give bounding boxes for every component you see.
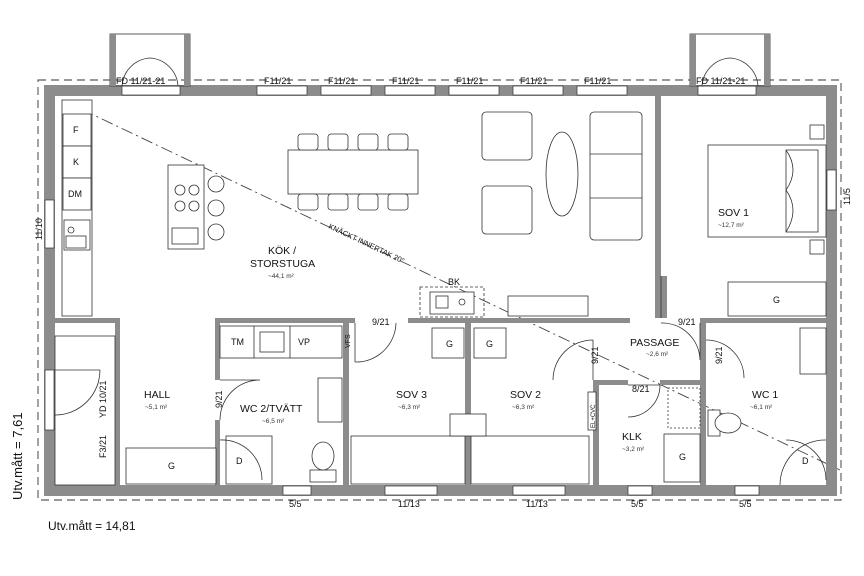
door-label-sov1: 9/21	[678, 317, 696, 327]
hall-wardrobe	[125, 447, 217, 485]
room-wc2-area: ~6,5 m²	[262, 418, 285, 425]
door-label-hall-wc: 9/21	[214, 390, 224, 408]
wc1-sink	[799, 327, 827, 375]
vp-label: VP	[298, 337, 310, 347]
door-label-yd: YD 10/21	[98, 380, 108, 418]
freezer-label: K	[73, 157, 79, 167]
roof-annotation: KNÄCKT INNERTAK 20°	[327, 222, 406, 266]
door-label-passage: 9/21	[714, 346, 724, 364]
exterior-walls	[44, 85, 837, 496]
interior-walls	[55, 96, 826, 485]
bk-label: BK	[448, 277, 460, 287]
window-label-f3: F11/21	[392, 76, 419, 86]
nightstand	[449, 413, 487, 437]
window-label-f1: F11/21	[264, 76, 291, 86]
overall-height-dimension: Utv.mått = 7,61	[10, 412, 25, 500]
hall-step	[54, 335, 116, 486]
right-window	[826, 169, 837, 211]
wc1-shower-label: D	[802, 456, 809, 466]
bed-sov2	[470, 435, 590, 485]
room-kok-area: ~44,1 m²	[268, 273, 295, 280]
fireplace	[419, 286, 485, 318]
kitchen-island	[167, 164, 225, 250]
wc2-shower-label: D	[236, 456, 243, 466]
klk-shelf	[667, 387, 701, 429]
room-kok-line1: KÖK /	[268, 245, 296, 257]
room-sov1: SOV 1	[718, 207, 749, 219]
wc2-shower	[225, 435, 273, 485]
klk-wardrobe	[663, 433, 701, 483]
window-label-f4: F11/21	[456, 76, 483, 86]
elc-label: EL+CVC	[591, 404, 597, 428]
overall-width-dimension: Utv.mått = 14,81	[48, 519, 136, 533]
room-wc1: WC 1	[752, 389, 778, 401]
french-door-right	[689, 33, 771, 87]
window-label-b4: 5/5	[631, 499, 644, 509]
room-klk-area: ~3,2 m²	[622, 446, 645, 453]
window-label-f6: F11/21	[584, 76, 611, 86]
window-label-b1: 5/5	[289, 499, 302, 509]
room-hall-area: ~5,1 m²	[145, 404, 168, 411]
bed-sov3	[350, 435, 466, 485]
wc1-shower-swing	[779, 439, 827, 486]
outer-dimension-line	[37, 79, 842, 501]
elc-panel	[587, 391, 597, 431]
room-wc1-area: ~6,1 m²	[750, 404, 773, 411]
room-sov1-area: ~12,7 m²	[718, 222, 745, 229]
room-passage: PASSAGE	[630, 337, 679, 349]
window-label-left: 11/10	[34, 218, 44, 240]
hall-wardrobe-label: G	[168, 461, 175, 471]
bed-sov1	[707, 124, 827, 255]
window-label-right: 11/5	[842, 188, 852, 205]
hall-entry-door-swing	[54, 369, 101, 416]
hall-entry-opening	[44, 369, 55, 431]
room-klk: KLK	[622, 431, 642, 443]
door-label-sov3: 9/21	[372, 317, 390, 327]
room-hall: HALL	[144, 389, 170, 401]
window-label-fd-left: FD 11/21-21	[116, 76, 165, 86]
room-sov2: SOV 2	[510, 389, 541, 401]
window-label-b2: 11/13	[398, 499, 420, 509]
top-windows	[121, 85, 757, 96]
french-door-left	[109, 33, 191, 87]
door-swings	[219, 276, 827, 481]
wardrobe-sov3	[431, 327, 465, 359]
window-label-f3-21: F3/21	[98, 435, 108, 458]
dining-table	[287, 133, 419, 211]
vfs-label: VFS	[345, 334, 352, 348]
klk-wardrobe-label: G	[679, 452, 686, 462]
room-sov3-area: ~6,3 m²	[398, 404, 421, 411]
bench	[507, 295, 589, 317]
window-label-b3: 11/13	[526, 499, 548, 509]
wardrobe-sov1	[727, 281, 827, 317]
window-label-fd-right: FD 11/21-21	[696, 76, 745, 86]
dishwasher-label: DM	[68, 189, 82, 199]
roof-fold-line	[61, 99, 841, 471]
kitchen-counter	[61, 99, 93, 317]
door-label-sov2-side: 9/21	[590, 346, 600, 364]
wc2-sink	[317, 377, 343, 423]
door-label-klk: 8/21	[632, 384, 650, 394]
room-sov3: SOV 3	[396, 389, 427, 401]
bottom-windows	[282, 485, 760, 496]
fridge-label: F	[73, 125, 79, 135]
wc1-toilet	[707, 409, 742, 437]
wardrobe-sov2	[473, 327, 507, 359]
room-wc2: WC 2/TVÄTT	[240, 403, 303, 415]
tm-label: TM	[231, 337, 244, 347]
laundry-counter	[219, 325, 343, 359]
window-label-f2: F11/21	[328, 76, 355, 86]
left-window	[44, 199, 55, 249]
window-label-f5: F11/21	[520, 76, 547, 86]
wardrobe-sov3-label: G	[446, 339, 453, 349]
wc2-toilet	[309, 441, 337, 483]
room-passage-area: ~2,6 m²	[646, 351, 669, 358]
wardrobe-sov2-label: G	[486, 339, 493, 349]
room-kok-line2: STORSTUGA	[250, 258, 315, 270]
window-label-b5: 5/5	[739, 499, 752, 509]
lounge-furniture	[481, 111, 643, 241]
wardrobe-sov1-label: G	[773, 295, 780, 305]
room-sov2-area: ~6,3 m²	[512, 404, 535, 411]
